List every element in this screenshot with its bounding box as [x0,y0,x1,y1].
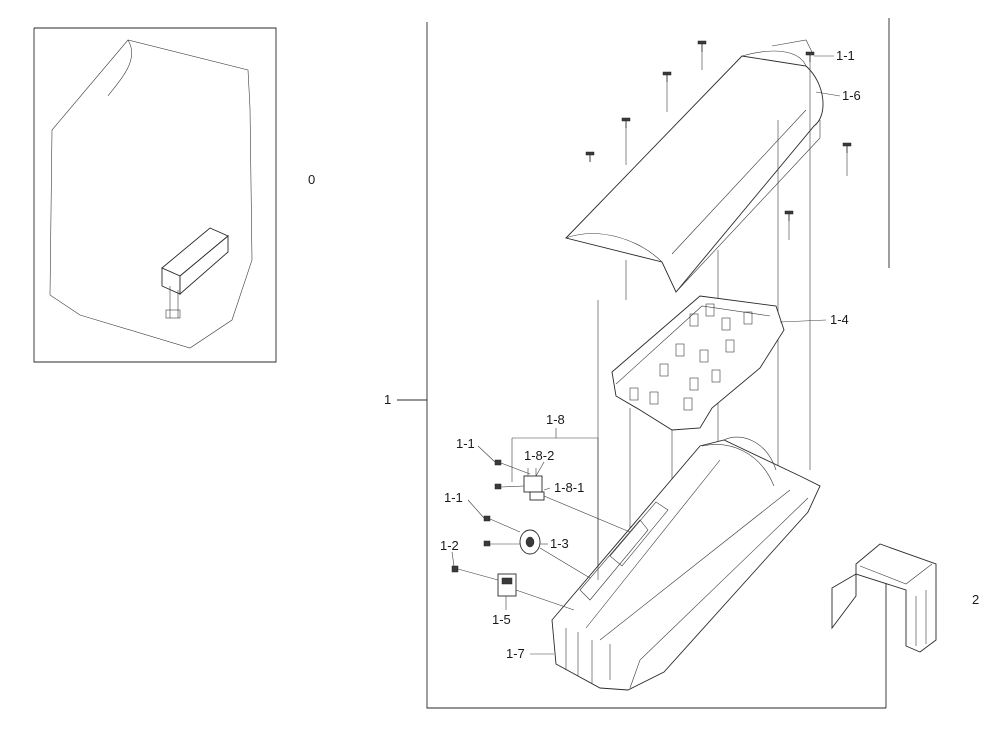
label-housing: 1-7 [506,646,525,661]
screw-guides-left [457,462,631,611]
overview-panel [33,27,277,363]
assembly-frame [397,18,890,709]
screws-left [451,459,502,573]
label-harness-group: 1-8 [546,412,565,427]
label-holder: 1-8-1 [554,480,584,495]
label-screw-a: 1-1 [456,436,475,451]
label-pcb: 1-4 [830,312,849,327]
control-module-thumbnail [161,227,229,319]
label-bracket: 2 [972,592,979,607]
leader-lines [451,55,841,655]
bracket-part [831,543,937,653]
switch-part [497,573,517,597]
holder-part [529,491,545,501]
label-connector: 1-8-2 [524,448,554,463]
label-screw-b: 1-1 [444,490,463,505]
pcb-board-part [611,295,785,431]
lower-housing-part [551,436,821,691]
label-cover-clip: 1-6 [842,88,861,103]
label-overview: 0 [308,172,315,187]
knob-part [519,529,541,555]
label-assembly: 1 [384,392,391,407]
label-switch: 1-5 [492,612,511,627]
top-cover-part [565,39,824,293]
connector-part [523,468,543,493]
label-screw-c: 1-2 [440,538,459,553]
label-screw-top: 1-1 [836,48,855,63]
screws-top [585,40,852,221]
label-knob: 1-3 [550,536,569,551]
